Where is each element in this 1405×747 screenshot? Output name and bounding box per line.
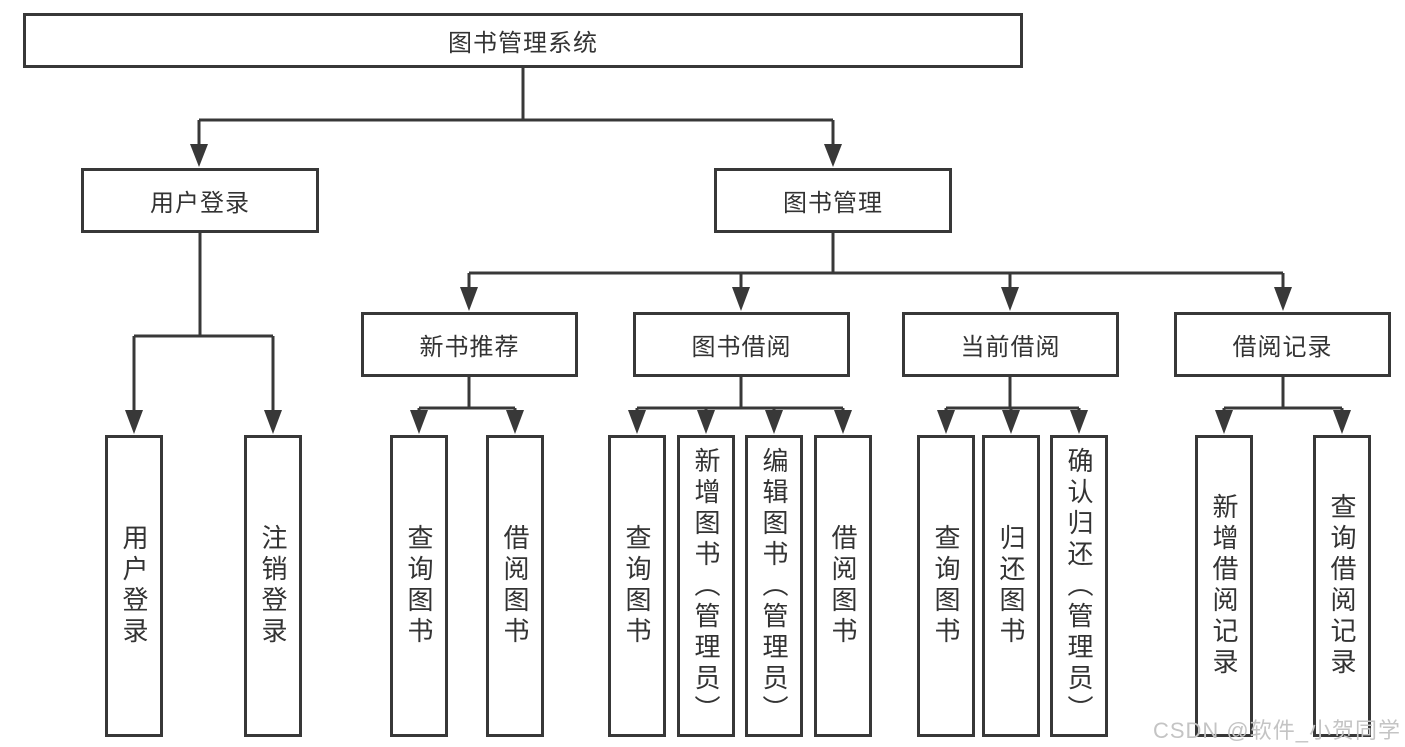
node-current-borrow: 当前借阅 <box>902 312 1119 377</box>
leaf-label: 注销登录 <box>258 524 288 648</box>
leaf-query-books-recommend: 查询图书 <box>390 435 448 737</box>
node-label: 当前借阅 <box>960 334 1061 361</box>
leaf-user-login: 用户登录 <box>105 435 163 737</box>
leaf-return-book: 归还图书 <box>982 435 1040 737</box>
node-library-management-system: 图书管理系统 <box>23 13 1023 68</box>
leaf-label: 查询图书 <box>404 524 434 648</box>
leaf-label: 新增图书（管理员） <box>691 446 721 726</box>
node-new-book-recommend: 新书推荐 <box>361 312 578 377</box>
node-label: 图书管理系统 <box>448 30 598 57</box>
leaf-borrow-books: 借阅图书 <box>814 435 872 737</box>
leaf-label: 查询图书 <box>622 524 652 648</box>
node-borrow-records: 借阅记录 <box>1174 312 1391 377</box>
node-user-login: 用户登录 <box>81 168 319 233</box>
leaf-borrow-books-recommend: 借阅图书 <box>486 435 544 737</box>
node-label: 用户登录 <box>150 190 250 217</box>
leaf-label: 借阅图书 <box>500 524 530 648</box>
leaf-query-books-borrow: 查询图书 <box>608 435 666 737</box>
node-label: 图书借阅 <box>691 334 792 361</box>
leaf-label: 借阅图书 <box>828 524 858 648</box>
node-label: 新书推荐 <box>419 334 520 361</box>
node-book-borrow: 图书借阅 <box>633 312 850 377</box>
leaf-label: 查询图书 <box>931 524 961 648</box>
leaf-confirm-return-admin: 确认归还（管理员） <box>1050 435 1108 737</box>
leaf-add-borrow-record: 新增借阅记录 <box>1195 435 1253 737</box>
connector-current-borrow-branch <box>937 377 1088 434</box>
node-label: 图书管理 <box>783 190 883 217</box>
leaf-label: 查询借阅记录 <box>1327 493 1357 679</box>
node-label: 借阅记录 <box>1232 334 1333 361</box>
leaf-query-borrow-record: 查询借阅记录 <box>1313 435 1371 737</box>
csdn-watermark: CSDN @软件_小贺同学 <box>1152 718 1401 743</box>
connector-user-login-branch <box>125 233 282 434</box>
leaf-edit-book-admin: 编辑图书（管理员） <box>745 435 803 737</box>
leaf-label: 确认归还（管理员） <box>1064 446 1094 726</box>
leaf-label: 用户登录 <box>119 524 149 648</box>
node-book-management: 图书管理 <box>714 168 952 233</box>
connector-root-to-level2 <box>190 68 842 167</box>
connector-borrow-records-branch <box>1215 377 1351 434</box>
leaf-add-book-admin: 新增图书（管理员） <box>677 435 735 737</box>
connector-book-borrow-branch <box>628 377 852 434</box>
leaf-label: 编辑图书（管理员） <box>759 446 789 726</box>
leaf-logout: 注销登录 <box>244 435 302 737</box>
connector-new-book-recommend-branch <box>410 377 524 434</box>
connector-book-management-to-level3 <box>460 233 1292 311</box>
leaf-label: 归还图书 <box>996 524 1026 648</box>
leaf-label: 新增借阅记录 <box>1209 493 1239 679</box>
leaf-query-books-current: 查询图书 <box>917 435 975 737</box>
